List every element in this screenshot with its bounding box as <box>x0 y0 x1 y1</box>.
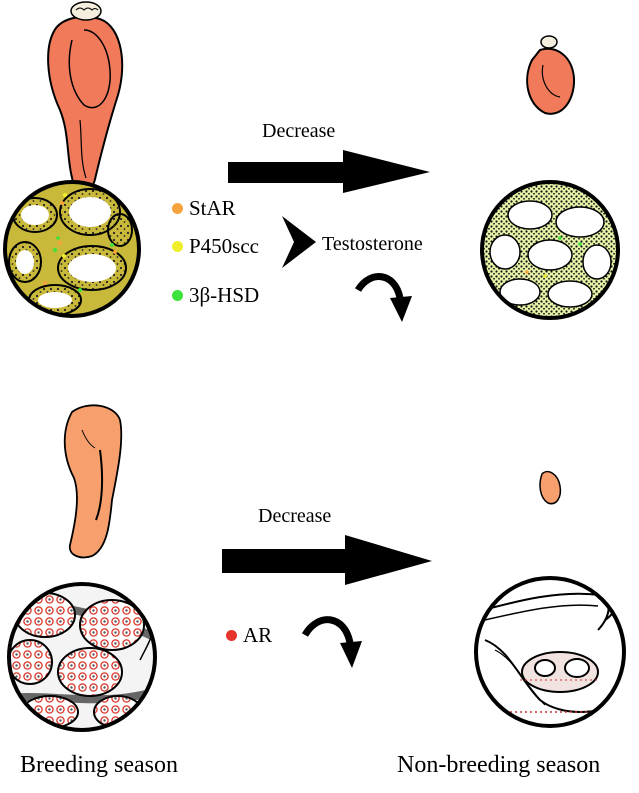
nonbreeding-testis-section <box>480 180 620 320</box>
legend-label-p450scc: P450scc <box>189 234 259 258</box>
greater-than-chevron <box>282 216 316 268</box>
nonbreeding-testis-illustration <box>526 35 576 115</box>
nonbreeding-epididymis-illustration <box>539 470 562 505</box>
legend-label-ar: AR <box>243 623 273 647</box>
ar-dot-icon <box>226 630 237 641</box>
3bhsd-dot-icon <box>172 290 183 301</box>
legend-item-ar: AR <box>226 623 272 648</box>
decrease-arrow-top <box>228 150 430 193</box>
breeding-epididymis-section <box>7 582 157 732</box>
star-dot-icon <box>172 203 183 214</box>
legend-label-3bhsd: 3β-HSD <box>189 283 260 307</box>
bottom-decrease-label: Decrease <box>258 505 332 527</box>
breeding-testis-illustration <box>47 1 124 195</box>
breeding-epididymis-illustration <box>63 404 123 559</box>
breeding-testis-section <box>3 180 141 318</box>
legend-label-star: StAR <box>189 196 236 220</box>
curved-arrow-bottom <box>301 616 362 668</box>
decrease-arrow-bottom <box>222 535 432 585</box>
p450scc-dot-icon <box>172 241 183 252</box>
legend-item-3bhsd: 3β-HSD <box>172 283 259 308</box>
nonbreeding-season-label: Non-breeding season <box>397 752 601 778</box>
nonbreeding-epididymis-section <box>474 576 626 728</box>
testosterone-label: Testosterone <box>322 233 423 255</box>
legend-item-star: StAR <box>172 196 236 221</box>
legend-item-p450scc: P450scc <box>172 234 259 259</box>
curved-arrow-top <box>355 273 412 322</box>
breeding-season-label: Breeding season <box>20 752 178 778</box>
top-decrease-label: Decrease <box>262 120 336 142</box>
